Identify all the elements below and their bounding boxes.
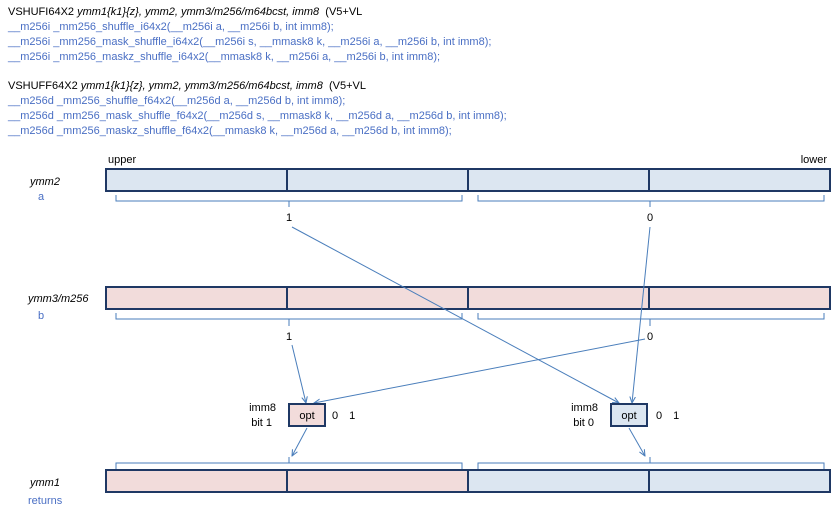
brace-ymm2-lower <box>477 195 825 202</box>
lower-label: lower <box>801 154 828 166</box>
flags: (V5+VL <box>325 6 363 18</box>
header-vshuff64x2: VSHUFF64X2 ymm1{k1}{z}, ymm2, ymm3/m256/… <box>8 79 507 139</box>
prototype: __m256i _mm256_mask_shuffle_i64x2(__m256… <box>8 36 492 48</box>
row-sub-returns: returns <box>28 495 63 507</box>
brace-ymm2-upper <box>115 195 463 202</box>
header-vshufi64x2: VSHUFI64X2 ymm1{k1}{z}, ymm2, ymm3/m256/… <box>8 5 491 65</box>
register-ymm3-m256 <box>105 286 831 310</box>
selector-1-top-label: imm8 <box>249 402 276 414</box>
arrow-opt0-to-result <box>628 427 645 456</box>
prototype: __m256d _mm256_maskz_shuffle_f64x2(__mma… <box>8 125 452 137</box>
mnemonic: VSHUFF64X2 <box>8 80 78 92</box>
register-ymm1 <box>105 469 831 493</box>
prototype: __m256d _mm256_shuffle_f64x2(__m256d a, … <box>8 95 346 107</box>
brace-ymm3-upper <box>115 313 463 320</box>
brace-ymm3-lower <box>477 313 825 320</box>
selector-0-range: 0 1 <box>656 410 679 422</box>
row-sub-b: b <box>38 310 44 322</box>
mnemonic: VSHUFI64X2 <box>8 6 75 18</box>
selector-1-range: 0 1 <box>332 410 355 422</box>
lane-index-a-1: 1 <box>286 212 292 224</box>
arrow-a1-to-opt0 <box>291 226 619 403</box>
brace-ymm1-upper <box>115 462 463 469</box>
row-sub-a: a <box>38 191 45 203</box>
register-ymm2 <box>105 168 831 192</box>
flags: (V5+VL <box>328 80 366 92</box>
selector-0-top-label: imm8 <box>571 402 598 414</box>
prototype: __m256i _mm256_shuffle_i64x2(__m256i a, … <box>8 21 334 33</box>
row-label-ymm3-m256: ymm3/m256 <box>27 293 89 305</box>
prototype: __m256i _mm256_maskz_shuffle_i64x2(__mma… <box>8 51 441 63</box>
operands: ymm1{k1}{z}, ymm2, ymm3/m256/m64bcst, im… <box>77 6 320 18</box>
row-label-ymm2: ymm2 <box>29 176 60 188</box>
selector-1-opt: opt <box>299 410 314 422</box>
upper-label: upper <box>108 154 136 166</box>
selector-0-box <box>610 403 648 427</box>
selector-0-bottom-label: bit 0 <box>573 417 594 429</box>
row-label-ymm1: ymm1 <box>29 477 60 489</box>
arrow-b0-to-opt1 <box>314 338 646 403</box>
arrow-opt1-to-result <box>292 427 308 456</box>
selector-1-box <box>288 403 326 427</box>
lane-index-a-0: 0 <box>647 212 653 224</box>
arrow-b1-to-opt1 <box>291 344 306 403</box>
operands: ymm1{k1}{z}, ymm2, ymm3/m256/m64bcst, im… <box>80 80 323 92</box>
brace-ymm1-lower <box>477 462 825 469</box>
arrow-a0-to-opt0 <box>632 226 651 403</box>
lane-index-b-0: 0 <box>647 331 653 343</box>
prototype: __m256d _mm256_mask_shuffle_f64x2(__m256… <box>8 110 507 122</box>
selector-0-opt: opt <box>621 410 636 422</box>
lane-index-b-1: 1 <box>286 331 292 343</box>
selector-1-bottom-label: bit 1 <box>251 417 272 429</box>
